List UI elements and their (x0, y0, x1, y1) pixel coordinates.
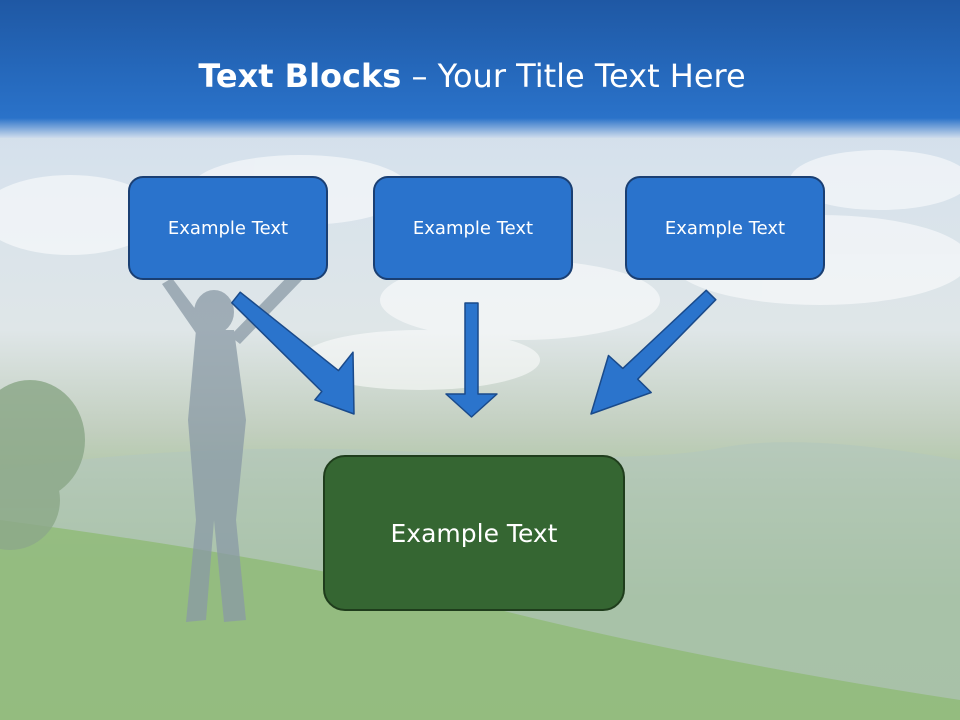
text-block-1[interactable]: Example Text (128, 176, 328, 280)
text-block-3-label: Example Text (664, 217, 786, 239)
tree (0, 380, 85, 550)
text-block-2-label: Example Text (412, 217, 534, 239)
title-dash: – (401, 57, 438, 95)
page-title: Text Blocks – Your Title Text Here (0, 56, 944, 96)
text-block-1-label: Example Text (167, 217, 289, 239)
text-block-3[interactable]: Example Text (625, 176, 825, 280)
title-bold-text: Text Blocks (198, 57, 402, 95)
person-silhouette (162, 272, 302, 622)
title-bar (0, 0, 960, 138)
text-block-2[interactable]: Example Text (373, 176, 573, 280)
arrow-left-diagonal (231, 291, 355, 415)
result-text-block[interactable]: Example Text (323, 455, 625, 611)
title-rest-text: Your Title Text Here (437, 57, 746, 95)
arrow-center-down (445, 302, 498, 418)
arrow-right-diagonal (590, 289, 717, 415)
result-text-block-label: Example Text (390, 518, 558, 548)
